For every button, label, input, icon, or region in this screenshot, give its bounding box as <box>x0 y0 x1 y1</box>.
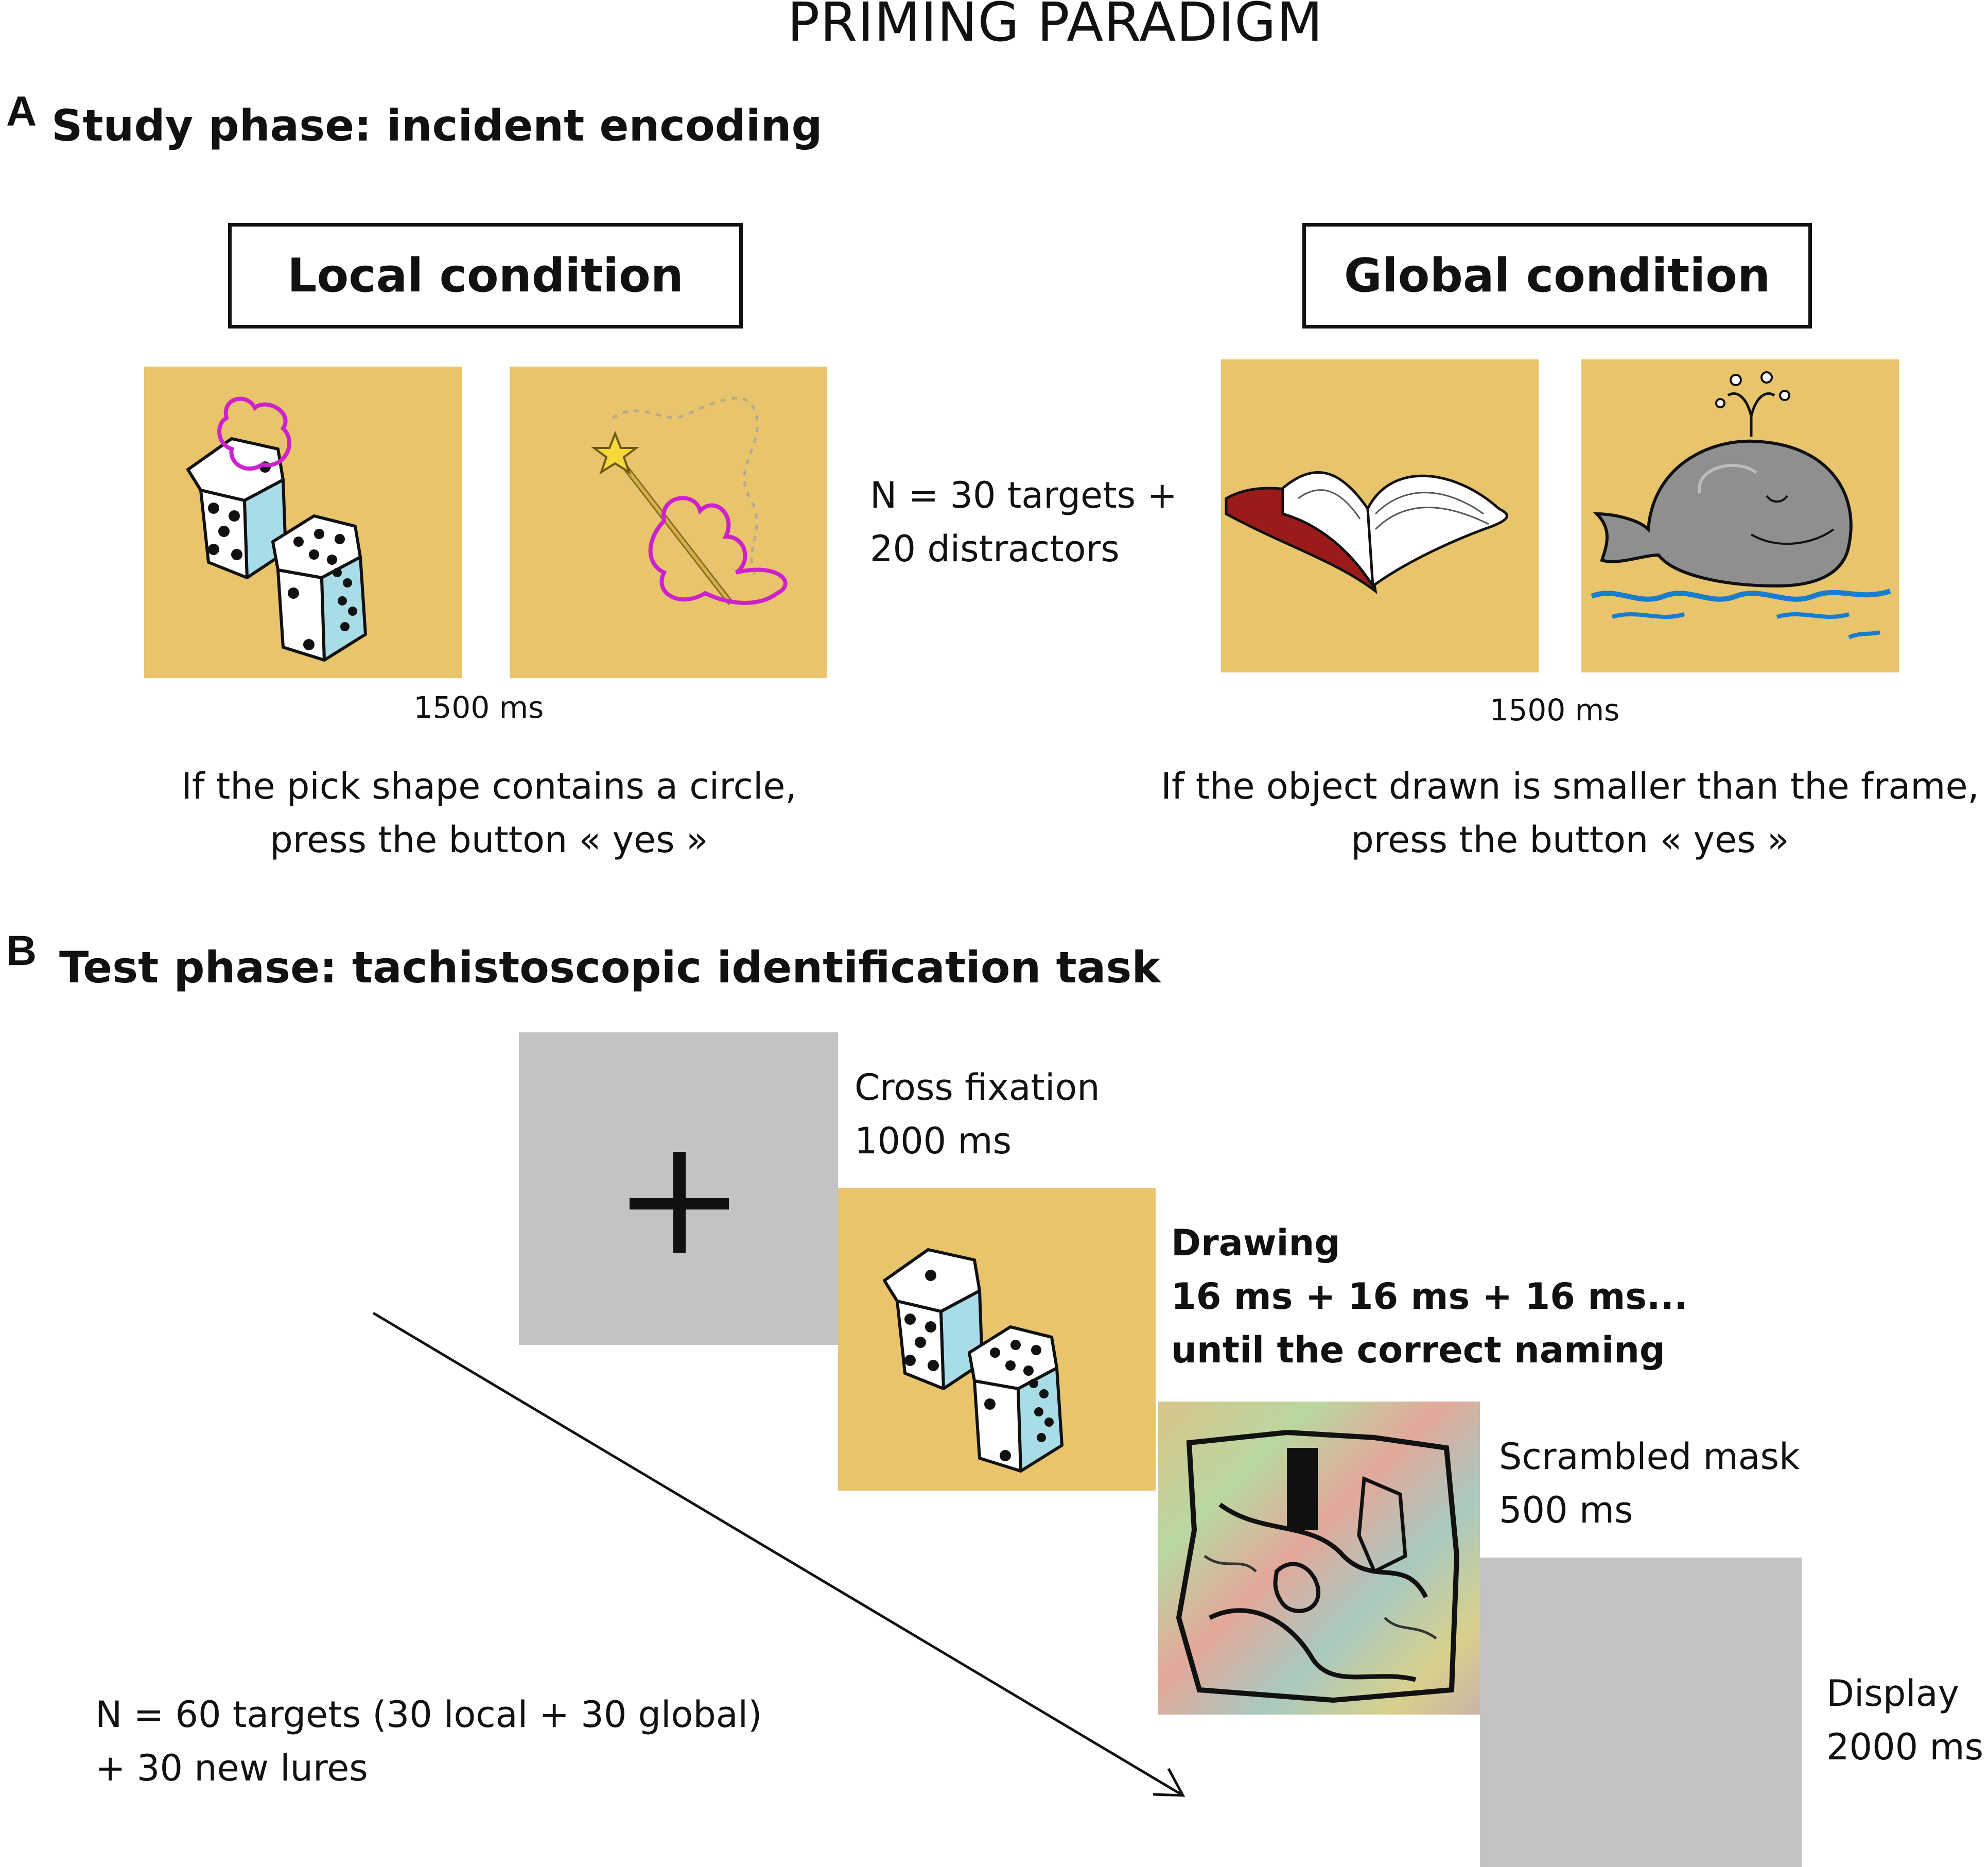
figure-title: PRIMING PARADIGM <box>787 0 1323 54</box>
panel-a-letter: A <box>6 88 37 135</box>
local-condition-box: Local condition <box>228 223 743 329</box>
local-instruction-line1: If the pick shape contains a circle, <box>181 765 797 807</box>
study-phase-heading: Study phase: incident encoding <box>51 100 823 151</box>
global-instruction-line1: If the object drawn is smaller than the … <box>1161 765 1979 807</box>
fixation-duration: 1000 ms <box>855 1120 1012 1162</box>
global-instruction-line2: press the button « yes » <box>1351 819 1789 861</box>
dice-drawing <box>186 396 367 662</box>
fixation-label: Cross fixation <box>855 1066 1100 1109</box>
display-label: Display <box>1826 1672 1960 1715</box>
test-count-line1: N = 60 targets (30 local + 30 global) <box>95 1693 762 1736</box>
local-dice-stimulus <box>144 367 462 678</box>
drawing-timing: 16 ms + 16 ms + 16 ms... <box>1171 1275 1688 1318</box>
study-count-line1: N = 30 targets + <box>870 474 1178 516</box>
global-duration: 1500 ms <box>1489 693 1620 728</box>
display-blank-tile <box>1480 1558 1802 1867</box>
study-count-line2: 20 distractors <box>870 528 1120 570</box>
local-condition-label: Local condition <box>287 249 684 303</box>
scrambled-mask-drawing <box>1176 1429 1460 1703</box>
mask-label: Scrambled mask <box>1499 1436 1800 1478</box>
dice-drawing-test <box>883 1248 1063 1473</box>
local-wand-stimulus <box>510 367 827 678</box>
test-count-line2: + 30 new lures <box>95 1747 368 1789</box>
global-whale-stimulus <box>1581 359 1899 672</box>
book-drawing <box>1225 471 1508 594</box>
scrambled-mask-tile <box>1158 1402 1480 1715</box>
fixation-cross-icon <box>630 1152 729 1253</box>
global-condition-box: Global condition <box>1302 223 1812 329</box>
global-condition-label: Global condition <box>1344 249 1771 303</box>
panel-b-letter: B <box>6 927 37 974</box>
test-phase-heading: Test phase: tachistoscopic identificatio… <box>59 942 1161 993</box>
fixation-cross-tile <box>519 1032 838 1345</box>
drawing-criterion: until the correct naming <box>1171 1329 1666 1371</box>
drawing-dice-tile <box>838 1188 1156 1491</box>
global-book-stimulus <box>1221 359 1539 672</box>
whale-drawing <box>1591 371 1891 639</box>
drawing-label: Drawing <box>1171 1222 1340 1264</box>
display-duration: 2000 ms <box>1826 1726 1984 1768</box>
local-instruction-line2: press the button « yes » <box>270 819 708 861</box>
mask-duration: 500 ms <box>1499 1489 1633 1531</box>
wand-drawing <box>591 396 788 606</box>
local-duration: 1500 ms <box>413 690 544 725</box>
